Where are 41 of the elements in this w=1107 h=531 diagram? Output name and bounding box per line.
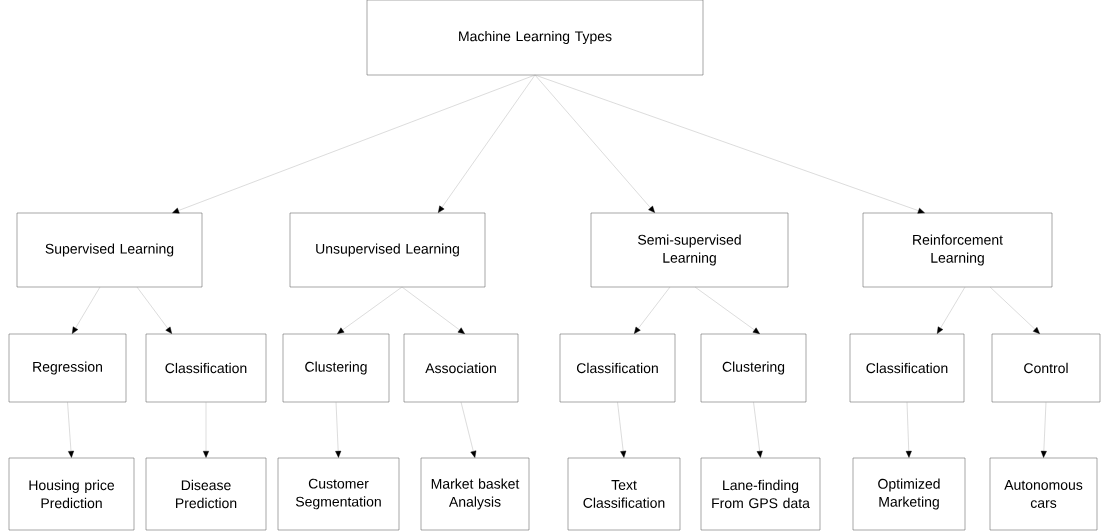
arrow xyxy=(136,286,172,334)
box: Machine Learning Types xyxy=(366,0,704,76)
box: Market basket Analysis xyxy=(420,457,530,531)
arrow xyxy=(617,401,627,458)
box: Semi-supervised Learning xyxy=(590,212,789,288)
box: Unsupervised Learning xyxy=(289,212,486,288)
arrow xyxy=(905,401,912,458)
box: Classification xyxy=(559,333,676,403)
arrow xyxy=(989,286,1040,334)
box: Clustering xyxy=(700,333,807,403)
arrow xyxy=(401,286,465,334)
arrow xyxy=(337,286,403,334)
arrow xyxy=(1040,401,1047,458)
arrow xyxy=(203,401,209,458)
arrow xyxy=(534,74,925,214)
box: Classification xyxy=(145,333,267,403)
box: Association xyxy=(403,333,519,403)
arrow xyxy=(534,74,655,213)
box: Disease Prediction xyxy=(145,457,267,531)
box: Control xyxy=(991,333,1101,403)
arrow xyxy=(460,401,477,458)
arrow xyxy=(172,74,536,214)
box: Housing price Prediction xyxy=(8,457,135,531)
box: Customer Segmentation xyxy=(277,457,400,531)
arrow xyxy=(694,286,760,334)
box: Lane-finding From GPS data xyxy=(700,457,821,531)
arrow xyxy=(335,401,342,458)
box: Classification xyxy=(849,333,965,403)
arrow xyxy=(438,74,536,213)
arrow xyxy=(937,286,966,334)
box: Text Classification xyxy=(567,457,681,531)
box: Autonomous cars xyxy=(989,457,1098,531)
arrow xyxy=(72,286,101,334)
box: Supervised Learning xyxy=(16,212,203,288)
arrow xyxy=(67,401,74,458)
box: Optimized Marketing xyxy=(852,457,966,531)
arrow xyxy=(753,401,763,458)
box: Regression xyxy=(8,333,127,403)
arrow xyxy=(634,286,671,334)
box: Reinforcement Learning xyxy=(862,212,1053,288)
box: Clustering xyxy=(282,333,390,403)
